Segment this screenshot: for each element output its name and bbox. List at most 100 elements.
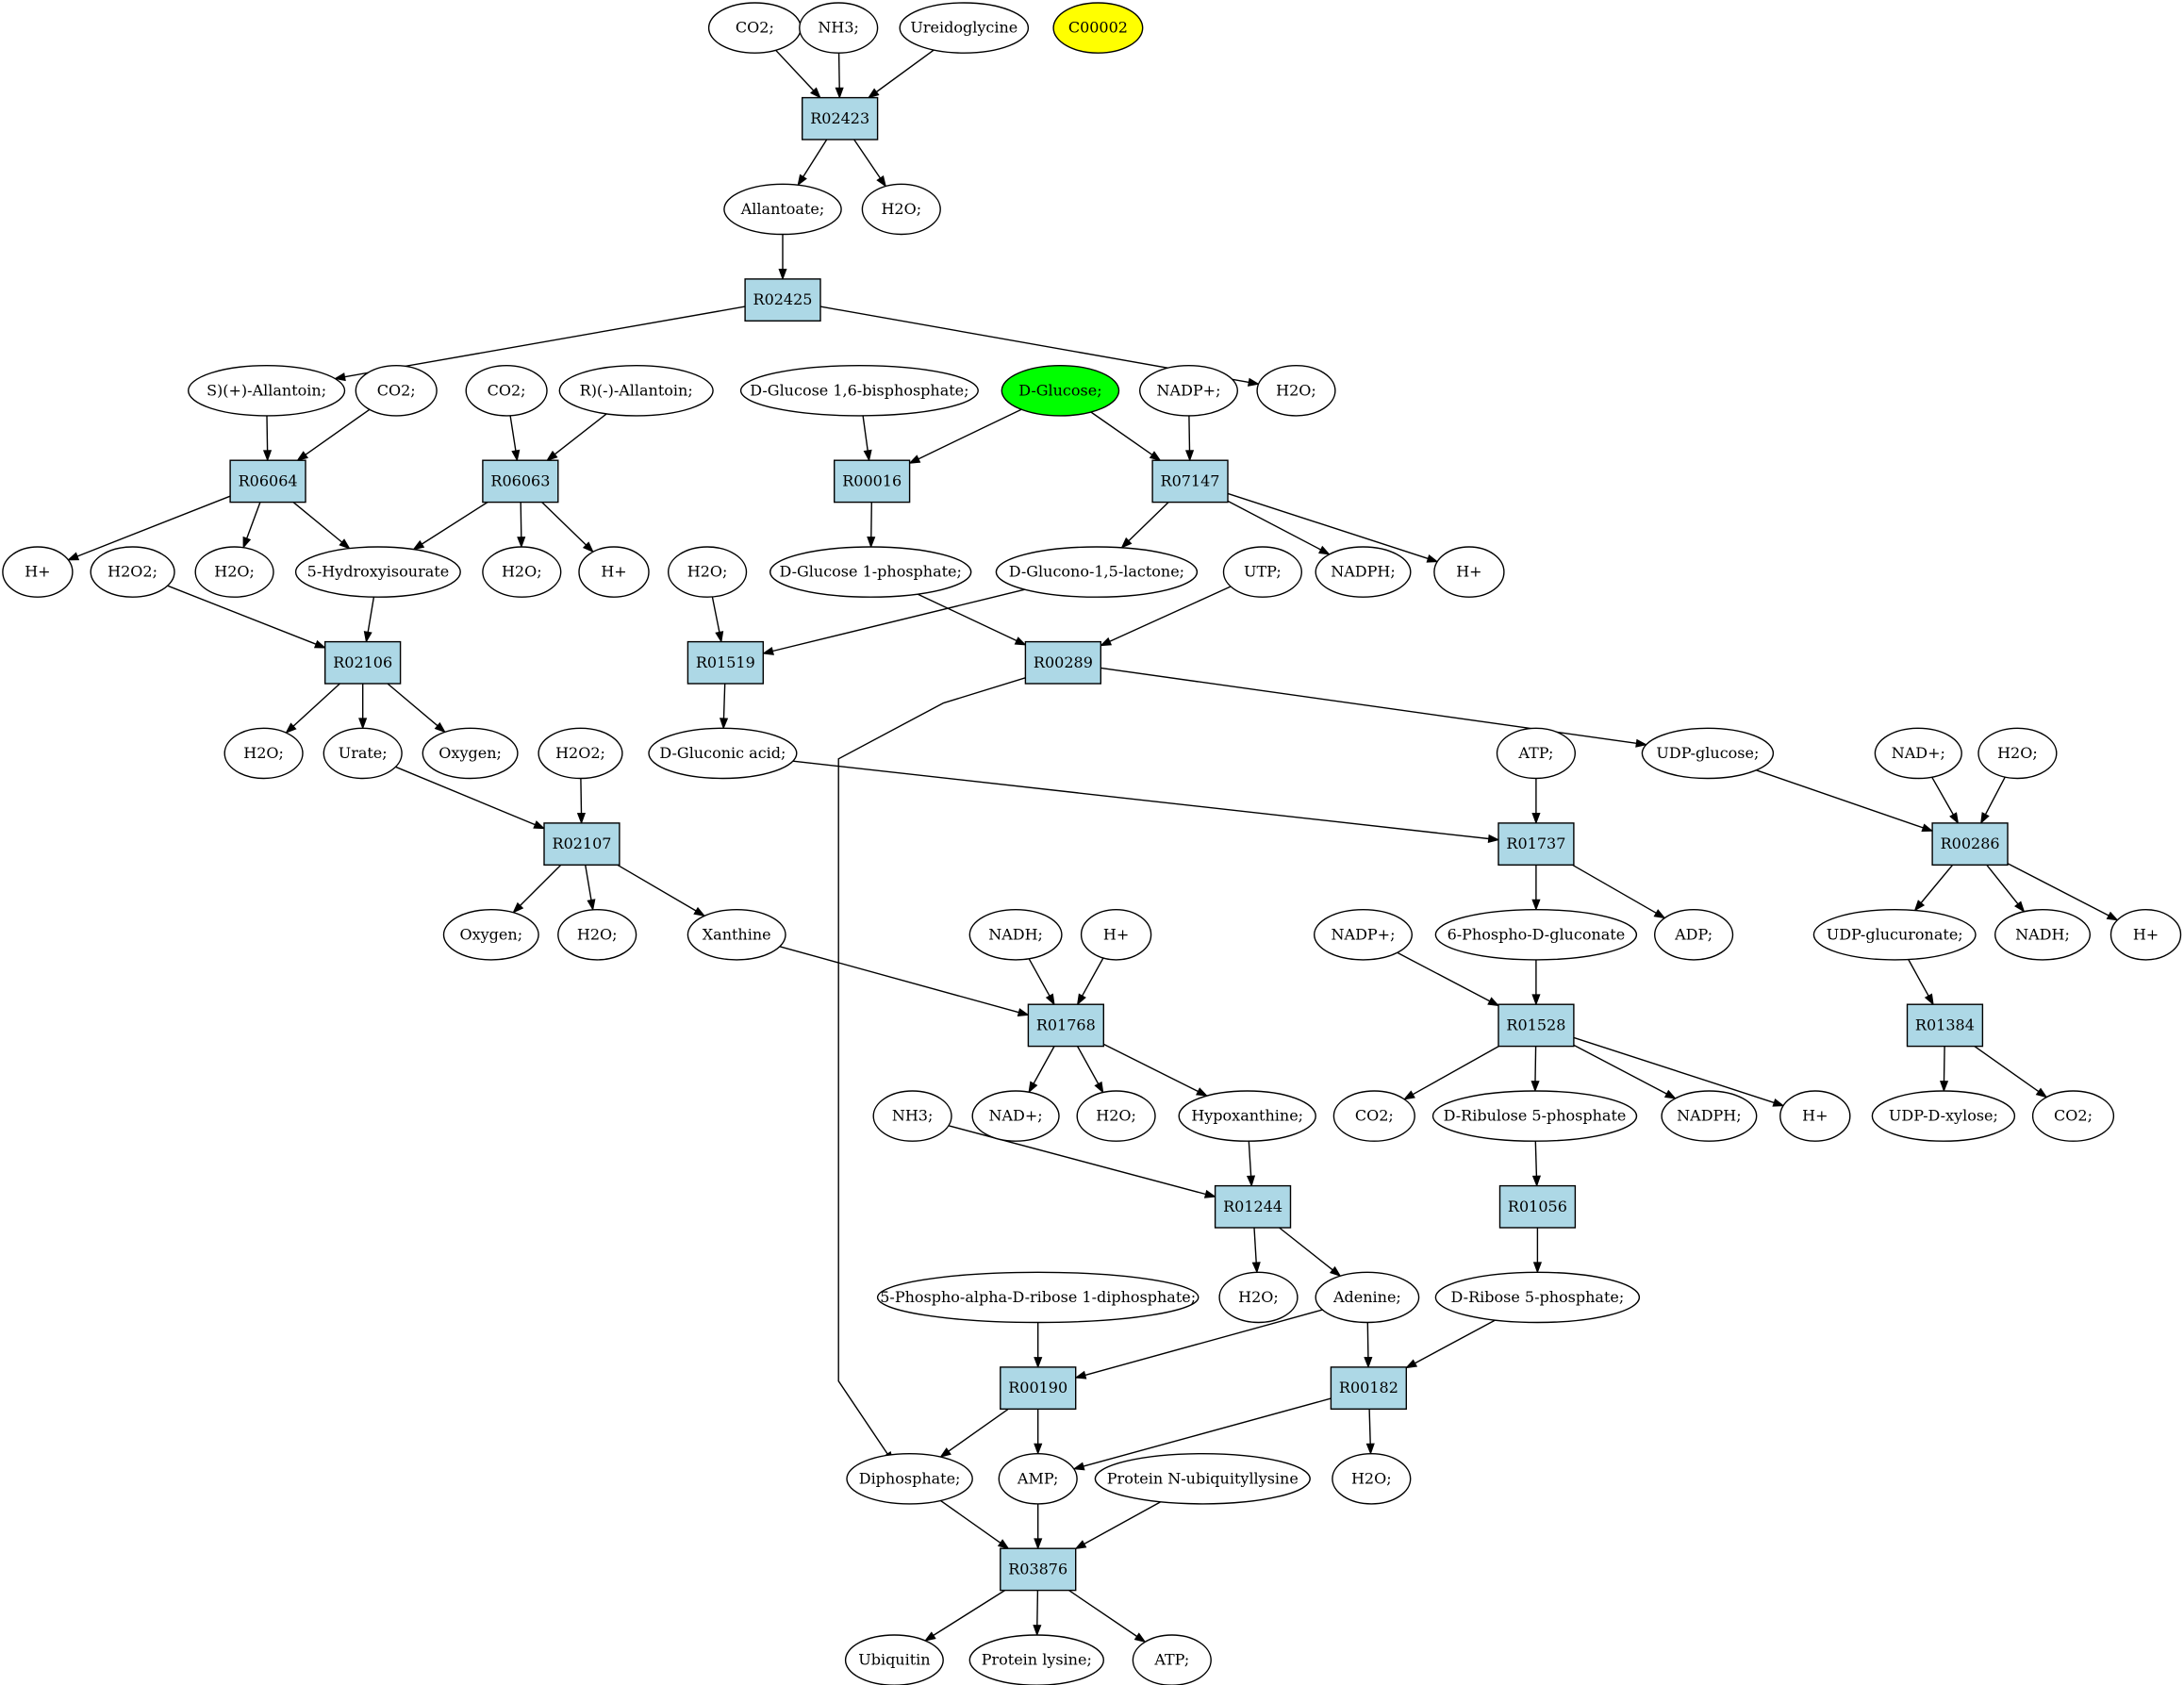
edge-r_R06063-to-c_h2o_4 — [517, 502, 526, 549]
compound-node-co2-5[interactable]: CO2; — [2031, 1090, 2115, 1142]
compound-node-r-allantoin[interactable]: R)(-)-Allantoin; — [558, 364, 714, 417]
compound-node-utp[interactable]: UTP; — [1222, 546, 1303, 598]
reaction-node-r01384[interactable]: R01384 — [1906, 1003, 1984, 1048]
reaction-node-r00182[interactable]: R00182 — [1330, 1366, 1408, 1411]
compound-node-adp[interactable]: ADP; — [1653, 909, 1734, 961]
reaction-node-r02423[interactable]: R02423 — [802, 96, 879, 140]
reaction-node-r02106[interactable]: R02106 — [324, 640, 402, 685]
compound-node-co2-1[interactable]: CO2; — [707, 2, 802, 54]
compound-node-h2o2-1[interactable]: H2O2; — [90, 546, 175, 598]
compound-node-glc16bp[interactable]: D-Glucose 1,6-bisphosphate; — [739, 364, 979, 417]
reaction-label: R00190 — [1008, 1379, 1067, 1396]
compound-node-urate[interactable]: Urate; — [323, 727, 403, 780]
reaction-node-r01519[interactable]: R01519 — [687, 640, 765, 685]
edge-r_R02106-to-c_h2o_6 — [285, 683, 340, 735]
compound-node-h2o-10[interactable]: H2O; — [1218, 1271, 1299, 1324]
compound-node-h2o-6[interactable]: H2O; — [223, 727, 304, 780]
compound-node-nadh-2[interactable]: NADH; — [1994, 909, 2091, 961]
compound-node-nh3-2[interactable]: NH3; — [872, 1090, 952, 1142]
reaction-node-r01528[interactable]: R01528 — [1497, 1003, 1575, 1048]
compound-node-6pg[interactable]: 6-Phospho-D-gluconate — [1434, 909, 1638, 961]
reaction-node-r02107[interactable]: R02107 — [543, 822, 620, 867]
compound-node-co2-2[interactable]: CO2; — [355, 364, 438, 417]
compound-node-ureidoglycine[interactable]: Ureidoglycine — [899, 2, 1030, 54]
compound-node-co2-4[interactable]: CO2; — [1332, 1090, 1415, 1142]
compound-node-nadp-1[interactable]: NADP+; — [1138, 364, 1238, 417]
compound-label: Ureidoglycine — [910, 19, 1018, 37]
compound-node-hplus-1[interactable]: H+ — [2, 546, 74, 598]
compound-node-allantoate[interactable]: Allantoate; — [723, 183, 842, 236]
compound-label: H2O; — [502, 563, 542, 581]
edge-r_R01384-to-c_udpxyl — [1939, 1046, 1949, 1093]
compound-node-h2o-3[interactable]: H2O; — [194, 546, 274, 598]
reaction-node-r01244[interactable]: R01244 — [1214, 1184, 1292, 1229]
compound-node-h2o-11[interactable]: H2O; — [1332, 1453, 1412, 1505]
compound-node-hplus-5[interactable]: H+ — [2110, 909, 2182, 961]
compound-label: ATP; — [1517, 744, 1553, 762]
reaction-node-r00286[interactable]: R00286 — [1931, 822, 2009, 867]
reaction-label: R01056 — [1508, 1198, 1567, 1215]
compound-node-protubq[interactable]: Protein N-ubiquityllysine — [1094, 1453, 1311, 1505]
reaction-label: R01244 — [1223, 1198, 1282, 1215]
compound-node-atp-1[interactable]: ATP; — [1496, 727, 1577, 780]
compound-node-nadh-1[interactable]: NADH; — [968, 909, 1063, 961]
reaction-node-r00016[interactable]: R00016 — [834, 459, 911, 504]
compound-node-udpxyl[interactable]: UDP-D-xylose; — [1871, 1090, 2016, 1142]
compound-node-gluconolactone[interactable]: D-Glucono-1,5-lactone; — [995, 546, 1199, 598]
compound-node-protlys[interactable]: Protein lysine; — [968, 1634, 1104, 1685]
edge-r_R06064-to-c_hplus_1 — [67, 495, 231, 561]
compound-node-gluconic[interactable]: D-Gluconic acid; — [648, 727, 798, 780]
query-compound-badge[interactable]: C00002 — [1052, 2, 1144, 54]
compound-node-dglucose[interactable]: D-Glucose; — [1001, 364, 1120, 417]
compound-node-h2o-1[interactable]: H2O; — [861, 183, 941, 236]
reaction-node-r01056[interactable]: R01056 — [1498, 1184, 1577, 1229]
compound-node-udpglcA[interactable]: UDP-glucuronate; — [1812, 909, 1977, 961]
compound-node-hplus-6[interactable]: H+ — [1779, 1090, 1851, 1142]
compound-node-h2o-8[interactable]: H2O; — [557, 909, 637, 961]
reaction-node-r02425[interactable]: R02425 — [744, 278, 821, 322]
compound-node-hypoxanthine[interactable]: Hypoxanthine; — [1178, 1090, 1316, 1142]
compound-node-glc1p[interactable]: D-Glucose 1-phosphate; — [769, 546, 972, 598]
reaction-node-r01737[interactable]: R01737 — [1497, 822, 1575, 867]
reaction-label: R01737 — [1506, 834, 1565, 852]
compound-node-5hiu[interactable]: 5-Hydroxyisourate — [294, 546, 461, 598]
compound-node-adenine[interactable]: Adenine; — [1315, 1271, 1420, 1324]
reaction-node-r07147[interactable]: R07147 — [1151, 459, 1229, 504]
compound-node-hplus-3[interactable]: H+ — [1433, 546, 1505, 598]
compound-node-amp[interactable]: AMP; — [998, 1453, 1078, 1505]
compound-node-h2o-7[interactable]: H2O; — [1977, 727, 2058, 780]
compound-node-ubiquitin[interactable]: Ubiquitin — [844, 1634, 944, 1685]
compound-node-nh3-1[interactable]: NH3; — [799, 2, 879, 54]
compound-node-h2o-9[interactable]: H2O; — [1076, 1090, 1156, 1142]
compound-node-co2-3[interactable]: CO2; — [465, 364, 548, 417]
compound-node-udpglc[interactable]: UDP-glucose; — [1641, 727, 1775, 780]
reaction-node-r06064[interactable]: R06064 — [229, 459, 306, 504]
compound-node-oxygen-1[interactable]: Oxygen; — [422, 727, 519, 780]
compound-node-diphosphate[interactable]: Diphosphate; — [846, 1453, 973, 1505]
compound-node-hplus-2[interactable]: H+ — [578, 546, 650, 598]
compound-node-nad-2[interactable]: NAD+; — [971, 1090, 1060, 1142]
compound-node-h2o-5[interactable]: H2O; — [667, 546, 748, 598]
compound-node-h2o-2[interactable]: H2O; — [1256, 364, 1336, 417]
compound-node-nadp-2[interactable]: NADP+; — [1313, 909, 1413, 961]
compound-node-s-allantoin[interactable]: S)(+)-Allantoin; — [188, 364, 346, 417]
compound-node-nad-1[interactable]: NAD+; — [1874, 727, 1962, 780]
edge-c_glc16bp-to-r_R00016 — [862, 415, 872, 462]
compound-node-hplus-4[interactable]: H+ — [1080, 909, 1152, 961]
reaction-node-r03876[interactable]: R03876 — [1000, 1547, 1077, 1592]
compound-node-xanthine[interactable]: Xanthine — [687, 909, 786, 961]
compound-node-r5p[interactable]: D-Ribose 5-phosphate; — [1434, 1271, 1641, 1324]
reaction-node-r00190[interactable]: R00190 — [1000, 1366, 1077, 1411]
reaction-node-r06063[interactable]: R06063 — [482, 459, 559, 504]
compound-node-ru5p[interactable]: D-Ribulose 5-phosphate — [1431, 1090, 1638, 1142]
compound-node-oxygen-2[interactable]: Oxygen; — [442, 909, 539, 961]
compound-node-prpp[interactable]: 5-Phospho-alpha-D-ribose 1-diphosphate; — [876, 1271, 1200, 1324]
compound-node-nadph-2[interactable]: NADPH; — [1661, 1090, 1758, 1142]
compound-node-h2o-4[interactable]: H2O; — [482, 546, 562, 598]
reaction-node-r00289[interactable]: R00289 — [1024, 640, 1102, 685]
compound-label: Xanthine — [703, 925, 771, 943]
compound-node-h2o2-2[interactable]: H2O2; — [538, 727, 623, 780]
reaction-node-r01768[interactable]: R01768 — [1027, 1003, 1105, 1048]
compound-node-nadph-1[interactable]: NADPH; — [1315, 546, 1412, 598]
compound-node-atp-2[interactable]: ATP; — [1132, 1634, 1212, 1685]
